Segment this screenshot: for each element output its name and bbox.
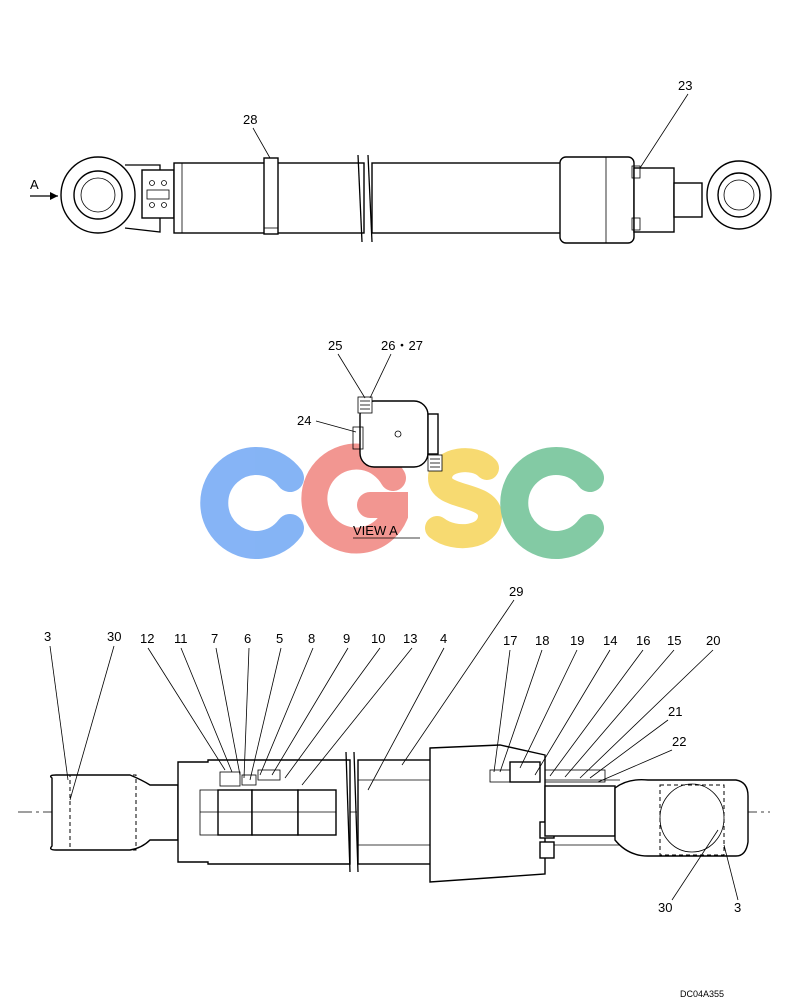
- drawing-code: DC04A355: [680, 989, 724, 999]
- callout-18: 18: [535, 633, 549, 648]
- callout-9: 9: [343, 631, 350, 646]
- piston-rod: [673, 182, 703, 218]
- callout-22: 22: [672, 734, 686, 749]
- callout-19: 19: [570, 633, 584, 648]
- callout-21: 21: [668, 704, 682, 719]
- section-callouts: 3 30 12 11 7 6 5 8 9 10 13 4 29 17 18 19…: [44, 584, 741, 915]
- watermark-letter-c-blue: [200, 447, 304, 559]
- callout-17: 17: [503, 633, 517, 648]
- callout-13: 13: [403, 631, 417, 646]
- callout-29: 29: [509, 584, 523, 599]
- callout-5: 5: [276, 631, 283, 646]
- view-arrow-label: A: [30, 177, 39, 192]
- watermark-letter-c-green: [500, 447, 604, 559]
- callout-4: 4: [440, 631, 447, 646]
- cylinder-section-view: [18, 744, 770, 883]
- callout-30-bottom: 30: [658, 900, 672, 915]
- cylinder-exterior-view: A: [30, 154, 772, 244]
- view-a-callouts: 25 26・27 24: [297, 338, 423, 433]
- callout-7: 7: [211, 631, 218, 646]
- callout-16: 16: [636, 633, 650, 648]
- callout-11: 11: [174, 631, 188, 646]
- callout-28: 28: [243, 112, 257, 127]
- callout-3-bottom: 3: [734, 900, 741, 915]
- top-callouts: 28 23: [243, 78, 692, 169]
- callout-25: 25: [328, 338, 342, 353]
- callout-24: 24: [297, 413, 311, 428]
- cgsc-watermark-logo: [200, 443, 604, 559]
- view-a-title: VIEW A: [353, 523, 398, 538]
- callout-6: 6: [244, 631, 251, 646]
- tube-band: [263, 157, 279, 235]
- callout-30: 30: [107, 629, 121, 644]
- view-a-detail: VIEW A: [352, 396, 443, 539]
- callout-12: 12: [140, 631, 154, 646]
- callout-8: 8: [308, 631, 315, 646]
- cylinder-head: [559, 156, 635, 244]
- callout-14: 14: [603, 633, 617, 648]
- callout-15: 15: [667, 633, 681, 648]
- callout-10: 10: [371, 631, 385, 646]
- callout-23: 23: [678, 78, 692, 93]
- callout-3: 3: [44, 629, 51, 644]
- callout-26-27: 26・27: [381, 338, 423, 353]
- callout-20: 20: [706, 633, 720, 648]
- watermark-letter-s-yellow: [425, 448, 503, 548]
